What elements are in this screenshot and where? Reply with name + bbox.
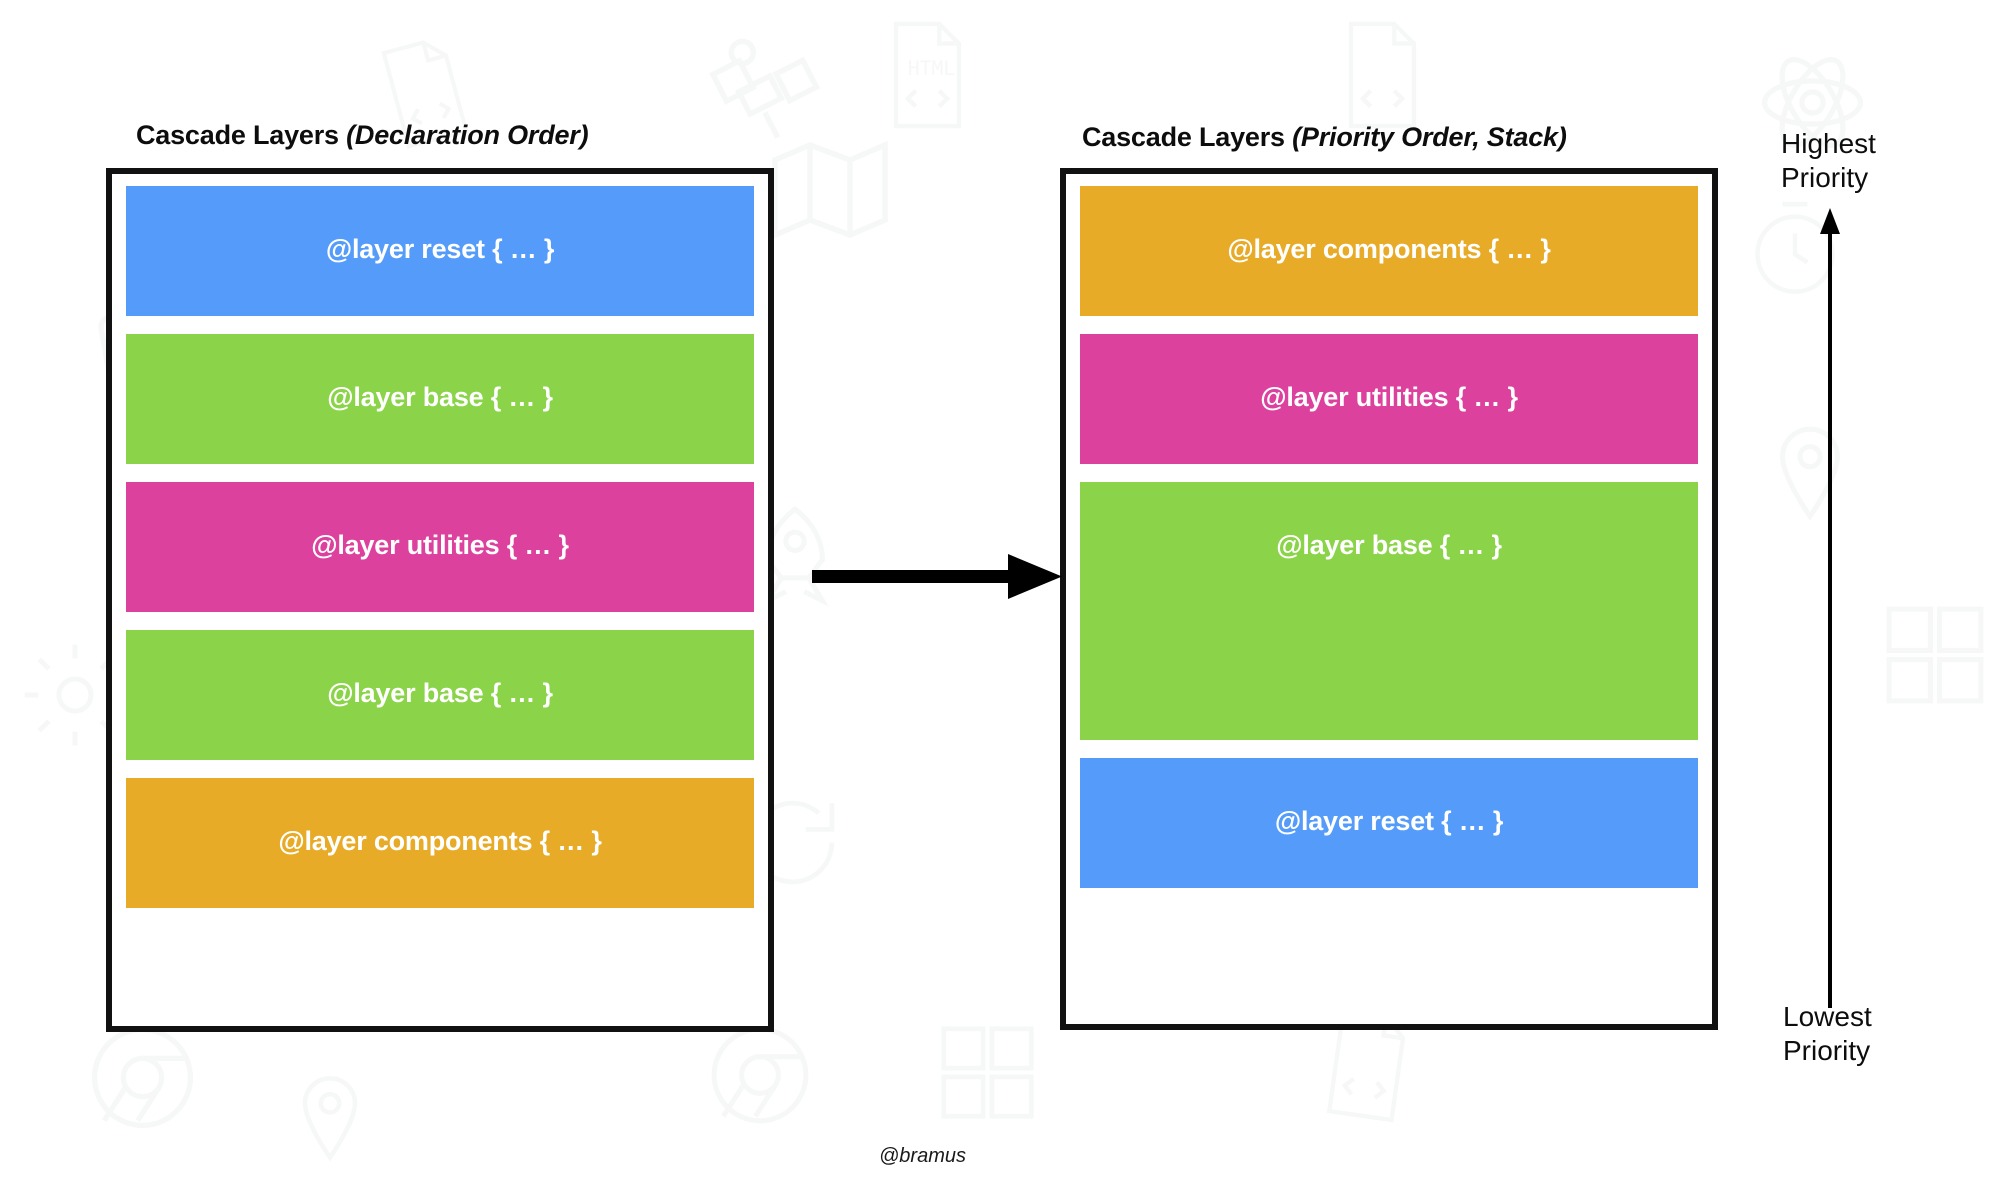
layer-label: @layer components { … } <box>278 826 602 856</box>
left-panel-title-main: Cascade Layers <box>136 120 347 150</box>
right-panel-title-italic: (Priority Order, Stack) <box>1292 122 1567 152</box>
layer-label: @layer base { … } <box>1276 530 1502 560</box>
css-file-watermark-icon <box>1335 20 1430 130</box>
arrow-right-icon <box>812 548 1062 606</box>
layer-label: @layer base { … } <box>327 678 553 708</box>
left-panel-title: Cascade Layers (Declaration Order) <box>136 120 589 151</box>
map-watermark-icon <box>770 140 890 240</box>
layer-block-components[interactable]: @layer components { … } <box>1080 186 1698 316</box>
declaration-order-panel: @layer reset { … } @layer base { … } @laye… <box>106 168 774 1032</box>
layer-label: @layer base { … } <box>327 382 553 412</box>
chrome-watermark-icon <box>705 1020 815 1130</box>
right-panel-title: Cascade Layers (Priority Order, Stack) <box>1082 122 1567 153</box>
left-layer-stack: @layer reset { … } @layer base { … } @laye… <box>112 174 768 1026</box>
map-pin-watermark-icon <box>280 1070 380 1170</box>
map-pin-watermark-icon <box>1755 420 1865 530</box>
layer-label: @layer reset { … } <box>325 234 555 264</box>
lowest-priority-label: Lowest Priority <box>1783 1001 1872 1067</box>
grid-watermark-icon <box>935 1020 1040 1125</box>
chrome-watermark-icon <box>85 1020 200 1135</box>
right-layer-stack: @layer components { … } @layer utilities … <box>1066 174 1712 1024</box>
grid-watermark-icon <box>1880 600 1990 710</box>
right-panel-title-main: Cascade Layers <box>1082 122 1293 152</box>
layer-block-reset[interactable]: @layer reset { … } <box>1080 758 1698 888</box>
satellite-watermark-icon <box>684 19 835 170</box>
layer-block-utilities[interactable]: @layer utilities { … } <box>126 482 754 612</box>
author-credit: @bramus <box>879 1145 966 1167</box>
layer-block-base[interactable]: @layer base { … } <box>126 630 754 760</box>
priority-order-panel: @layer components { … } @layer utilities … <box>1060 168 1718 1030</box>
html-file-watermark-icon: HTML <box>880 20 975 130</box>
layer-label: @layer components { … } <box>1227 234 1551 264</box>
layer-label: @layer utilities { … } <box>311 530 569 560</box>
layer-block-base[interactable]: @layer base { … } <box>1080 482 1698 740</box>
layer-block-components[interactable]: @layer components { … } <box>126 778 754 908</box>
layer-label: @layer reset { … } <box>1274 806 1504 836</box>
left-panel-title-italic: (Declaration Order) <box>346 120 589 150</box>
svg-text:HTML: HTML <box>908 57 955 80</box>
layer-block-reset[interactable]: @layer reset { … } <box>126 186 754 316</box>
highest-priority-label: Highest Priority <box>1781 128 1876 194</box>
layer-block-utilities[interactable]: @layer utilities { … } <box>1080 334 1698 464</box>
layer-block-base[interactable]: @layer base { … } <box>126 334 754 464</box>
layer-label: @layer utilities { … } <box>1260 382 1518 412</box>
arrow-up-icon <box>1815 208 1845 1008</box>
